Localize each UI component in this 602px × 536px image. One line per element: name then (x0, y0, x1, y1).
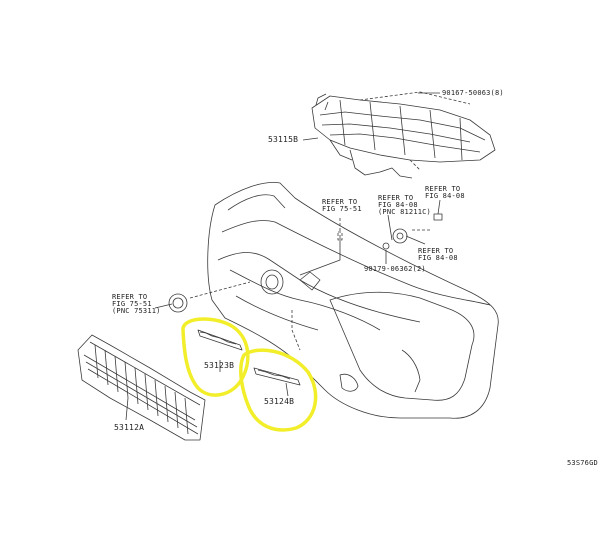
label-bolt-90167: 90167-50063(8) (442, 89, 504, 97)
label-refer-fig-84-08-pnc: REFER TO FIG 84-08 (PNC 81211C) (378, 194, 431, 216)
label-figure-code: 53S76GD (567, 459, 598, 467)
retainer-53115B (311, 95, 496, 163)
highlight-53123B (181, 317, 250, 397)
emblem-53123B (197, 329, 243, 351)
label-bolt-90179: 90179-06362(2) (364, 265, 426, 273)
label-refer-fig-84-08-top: REFER TO FIG 84-08 (425, 185, 465, 200)
highlight-53124B (239, 348, 318, 432)
label-refer-fig-84-08-lower: REFER TO FIG 84-08 (418, 247, 458, 262)
bumper-shell (207, 182, 499, 419)
grille-53112A (77, 334, 206, 441)
label-part-53115B: 53115B (268, 135, 299, 144)
label-part-53112A: 53112A (114, 423, 145, 432)
emblem-53124B (253, 367, 301, 386)
label-part-53123B: 53123B (204, 361, 235, 370)
label-refer-fig-75-51-pnc: REFER TO FIG 75-51 (PNC 75311) (112, 293, 161, 315)
label-part-53124B: 53124B (264, 397, 295, 406)
label-refer-fig-75-51: REFER TO FIG 75-51 (322, 198, 362, 213)
